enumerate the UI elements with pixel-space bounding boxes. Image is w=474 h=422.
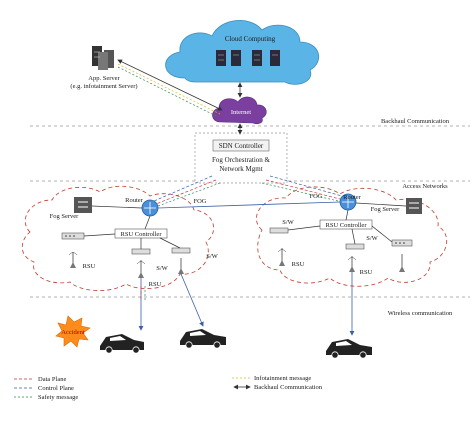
right-switch-a-label: S/W	[282, 219, 294, 226]
right-rsu-b-label: RSU	[360, 269, 373, 276]
sdn-controller-label: SDN Controller	[219, 142, 264, 150]
legend-infotainment-label: Infotainment message	[254, 375, 311, 382]
left-fog-server-icon	[74, 197, 92, 213]
accident-label: Accident	[61, 329, 85, 336]
left-rsu-c-antenna-icon	[178, 258, 184, 274]
left-rsu-controller-to-switch-b-link	[159, 237, 181, 249]
car-right-icon	[326, 339, 372, 359]
left-switch-a-label: S/W	[156, 265, 168, 272]
legend-safety-label: Safety message	[38, 394, 78, 401]
right-rsu-controller-label: RSU Controller	[326, 222, 368, 229]
app-server-label: App. Server	[88, 75, 120, 82]
app-server-sublabel: (e.g. infotainment Server)	[70, 83, 137, 90]
fog-link-left-label: FOG	[193, 198, 206, 205]
left-rsu-controller-icon	[61, 232, 85, 240]
left-fog-server-label: Fog Server	[50, 213, 80, 220]
right-switch-b-link	[351, 228, 356, 245]
left-rsu-to-car-link-2	[180, 273, 204, 327]
legend-backhaul-label: Backhaul Communication	[254, 384, 323, 391]
right-router-to-rsu-controller-link	[345, 209, 349, 221]
right-fog-server-link	[355, 202, 407, 207]
server-stack-icon	[216, 50, 280, 66]
left-rsu-a-antenna-icon	[68, 252, 78, 268]
backhaul-layer-label: Backhaul Communication	[381, 118, 450, 125]
left-rsu-controller-link	[83, 233, 116, 237]
internet-cloud: Internet	[212, 96, 267, 125]
app-server-to-internet-link	[117, 59, 223, 111]
network-mgmt-label: Network Mgmt	[219, 165, 262, 173]
left-safety-link	[157, 182, 221, 207]
legend-data-plane-label: Data Plane	[38, 376, 66, 383]
app-server-safety-link	[117, 66, 219, 118]
left-switch-b-label: S/W	[206, 253, 218, 260]
right-rsu-a-antenna-icon	[277, 248, 287, 266]
accident-burst-icon: Accident	[55, 315, 91, 348]
fog-orchestration-label: Fog Orchestration &	[212, 156, 270, 164]
left-rsu-a-label: RSU	[83, 263, 96, 270]
right-switch-a-icon	[269, 227, 289, 234]
right-fog-server-label: Fog Server	[371, 206, 401, 213]
right-switch-b-icon	[345, 243, 365, 250]
right-control-plane-link	[269, 175, 343, 197]
left-switch-a-icon	[131, 248, 151, 255]
left-router-label: Router	[125, 197, 144, 204]
right-fog-area: Router Fog Server RSU Controller S/W S/W	[256, 186, 448, 287]
left-router-to-rsu-controller-link	[144, 215, 151, 230]
left-fog-server-link	[91, 205, 143, 209]
fog-link-right-label: FOG	[309, 193, 322, 200]
left-rsu-controller-label: RSU Controller	[121, 231, 163, 238]
right-safety-link	[261, 182, 339, 202]
right-data-plane-link	[265, 179, 341, 200]
app-server: App. Server (e.g. infotainment Server)	[70, 46, 138, 90]
left-fog-area: Router Fog Server RSU Controller S/W S/W	[21, 185, 219, 291]
internet-label: Internet	[231, 109, 251, 116]
access-layer-label: Access Networks	[402, 183, 448, 190]
right-rsu-a-label: RSU	[292, 261, 305, 268]
right-rsu-controller-icon	[391, 239, 413, 247]
right-rsu-b-antenna-icon	[347, 256, 357, 272]
car-left-icon	[100, 334, 144, 354]
right-rsu-c-antenna-icon	[399, 254, 405, 272]
left-switch-b-icon	[171, 247, 191, 254]
legend: Data Plane Control Plane Safety message …	[14, 375, 323, 401]
fog-interlink	[157, 201, 341, 209]
cloud-computing-label: Cloud Computing	[225, 35, 276, 43]
right-switch-b-label: S/W	[366, 235, 378, 242]
app-server-infotainment-link	[117, 63, 221, 115]
left-data-plane-link	[155, 179, 217, 205]
legend-control-plane-label: Control Plane	[38, 385, 74, 392]
left-router-icon	[141, 199, 159, 217]
right-switch-a-link	[287, 225, 321, 231]
right-rsu-controller-link	[371, 225, 393, 243]
left-control-plane-link	[153, 175, 213, 202]
cloud-computing: Cloud Computing	[165, 20, 320, 85]
wireless-layer-label: Wireless communication	[388, 310, 453, 317]
right-fog-server-icon	[406, 198, 422, 214]
left-rsu-b-antenna-icon	[136, 260, 146, 278]
app-server-icon	[92, 46, 114, 70]
sdn-controller-box: SDN Controller Fog Orchestration & Netwo…	[194, 132, 288, 184]
left-rsu-b-label: RSU	[149, 281, 162, 288]
car-middle-icon	[180, 329, 226, 349]
right-router-label: Router	[343, 194, 362, 201]
